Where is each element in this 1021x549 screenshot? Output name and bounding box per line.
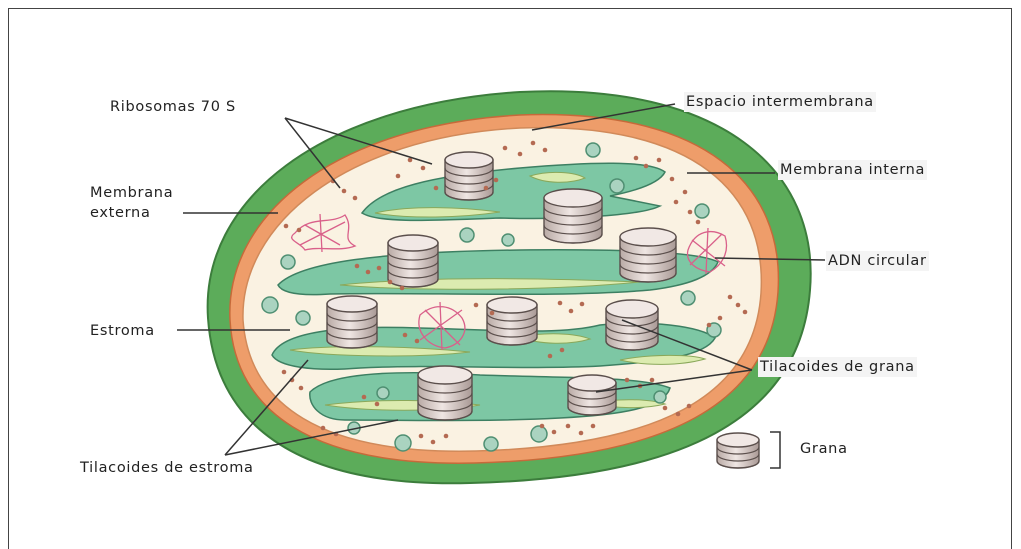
ribosome-dot (484, 186, 489, 191)
ribosome-dot (683, 190, 688, 195)
ribosome-dot (663, 406, 668, 411)
ribosome-dot (400, 286, 405, 291)
ribosome-dot (403, 333, 408, 338)
grana-legend-stack (717, 433, 759, 468)
ribosome-dot (342, 189, 347, 194)
label-tilacoides-grana: Tilacoides de grana (758, 357, 917, 377)
ribosome-dot (566, 424, 571, 429)
grana-stack (388, 235, 438, 287)
ribosome-dot (355, 264, 360, 269)
ribosome-dot (375, 402, 380, 407)
ribosome-dot (282, 370, 287, 375)
ribosome-dot (421, 166, 426, 171)
ribosome-dot (718, 316, 723, 321)
label-membrana-externa-line2: externa (90, 203, 151, 223)
ribosome-dot (657, 158, 662, 163)
ribosome-dot (548, 354, 553, 359)
ribosome-dot (560, 348, 565, 353)
ribosome-dot (707, 323, 712, 328)
ribosome-dot (494, 178, 499, 183)
ribosome-dot (353, 196, 358, 201)
label-membrana-interna: Membrana interna (778, 160, 927, 180)
ribosome-dot (736, 303, 741, 308)
label-ribosomas: Ribosomas 70 S (110, 97, 236, 117)
ribosome-dot (531, 141, 536, 146)
grana-stack (606, 300, 658, 350)
label-membrana-externa-line1: Membrana (90, 183, 173, 203)
legend-grana-label: Grana (800, 439, 848, 459)
ribosome-dot (444, 434, 449, 439)
ribosome-dot (415, 339, 420, 344)
ribosome-dot (569, 309, 574, 314)
ribosome-dot (728, 295, 733, 300)
grana-stack (445, 152, 493, 200)
ribosome-dot (558, 301, 563, 306)
ribosome-dot (687, 404, 692, 409)
label-adn-circular: ADN circular (826, 251, 929, 271)
ribosome-dot (431, 440, 436, 445)
ribosome-dot (518, 152, 523, 157)
ribosome-dot (743, 310, 748, 315)
ribosome-dot (474, 303, 479, 308)
ribosome-dot (419, 434, 424, 439)
ribosome-dot (634, 156, 639, 161)
label-estroma: Estroma (90, 321, 155, 341)
ribosome-dot (490, 311, 495, 316)
grana-stack (327, 296, 377, 348)
ribosome-dot (670, 177, 675, 182)
grana-stack (487, 297, 537, 345)
label-espacio-intermembrana: Espacio intermembrana (684, 92, 876, 112)
label-tilacoides-estroma: Tilacoides de estroma (80, 458, 254, 478)
ribosome-dot (434, 186, 439, 191)
grana-stack (568, 375, 616, 415)
ribosome-dot (650, 378, 655, 383)
grana-legend-icon (717, 433, 759, 468)
ribosome-dot (297, 228, 302, 233)
ribosome-dot (591, 424, 596, 429)
ribosome-dot (552, 430, 557, 435)
grana-stack (620, 228, 676, 282)
ribosome-dot (299, 386, 304, 391)
ribosome-dot (362, 395, 367, 400)
ribosome-dot (540, 424, 545, 429)
grana-stack (544, 189, 602, 243)
ribosome-dot (674, 200, 679, 205)
ribosome-dot (676, 412, 681, 417)
ribosome-dot (377, 266, 382, 271)
grana-stack (418, 366, 472, 420)
ribosome-dot (503, 146, 508, 151)
ribosome-dot (388, 280, 393, 285)
ribosome-dot (625, 378, 630, 383)
ribosome-dot (688, 210, 693, 215)
ribosome-dot (580, 302, 585, 307)
ribosome-dot (321, 426, 326, 431)
ribosome-dot (366, 270, 371, 275)
ribosome-dot (284, 224, 289, 229)
ribosome-dot (644, 164, 649, 169)
ribosome-dot (543, 148, 548, 153)
ribosome-dot (696, 220, 701, 225)
ribosome-dot (579, 431, 584, 436)
ribosome-dot (396, 174, 401, 179)
